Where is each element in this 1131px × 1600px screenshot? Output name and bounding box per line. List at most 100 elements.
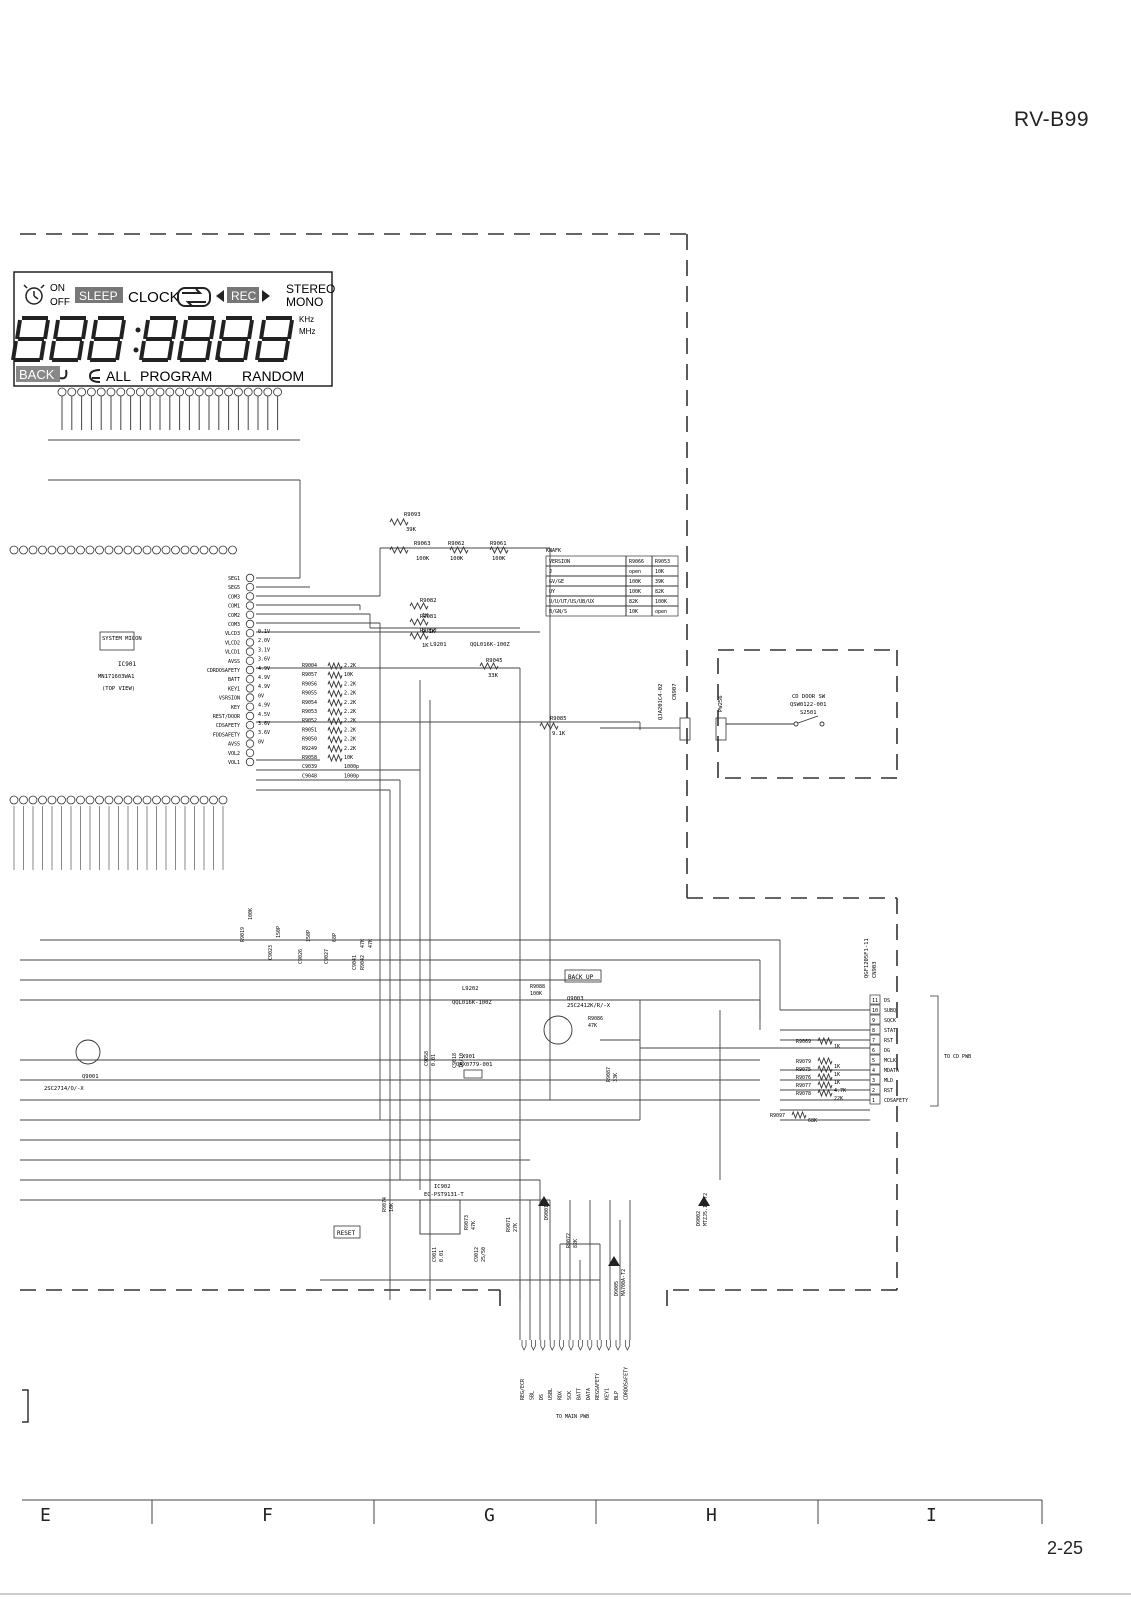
- cn903-pin-number: 8: [872, 1028, 875, 1034]
- resistor-symbol: [817, 1036, 833, 1046]
- resistor-value: 39K: [406, 527, 417, 533]
- cn903-pin-name: DG: [884, 1048, 890, 1054]
- ic-pin-right: [245, 702, 255, 711]
- ic-pin-lower: [114, 795, 123, 805]
- grid-column-letter: E: [40, 1505, 51, 1526]
- resistor-symbol: [327, 753, 343, 763]
- resistor-value: 2.2K: [344, 746, 356, 752]
- pin-voltage: 3.6V: [258, 730, 270, 736]
- pin-name: REST/DOOR: [213, 714, 241, 720]
- pin-name: SEG1: [228, 576, 240, 582]
- part-ref: R9072: [566, 1233, 572, 1248]
- part-value: 10/10: [459, 1053, 465, 1068]
- version-table-cell: B/GN/S: [549, 609, 567, 615]
- cn903-pin-name: MDATA: [884, 1068, 899, 1074]
- pin-name: BATT: [228, 677, 240, 683]
- x901-crystal: [463, 1069, 483, 1079]
- lcd-digit: [215, 316, 254, 362]
- x901-part: QAX0779-001: [456, 1062, 492, 1068]
- cn903-pin-number: 5: [872, 1058, 875, 1064]
- resistor-symbol: [327, 680, 343, 689]
- version-table-cell: 82K: [655, 589, 664, 595]
- pin-voltage: 4.5V: [258, 712, 270, 718]
- ic-pin-right: [245, 739, 255, 748]
- part-ref: R9073: [464, 1215, 470, 1230]
- resistor-ref: R9062: [448, 541, 465, 547]
- part-ref: D9002: [696, 1211, 702, 1226]
- version-table-cell: 100K: [629, 589, 641, 595]
- bus-arrow: [606, 1340, 611, 1351]
- resistor-symbol: [327, 744, 343, 754]
- ic-pin-lower: [123, 795, 133, 805]
- part-ref: D9005: [614, 1281, 620, 1296]
- resistor-symbol: [327, 670, 343, 680]
- ic-pin-right: [245, 721, 255, 730]
- ic-pin-lower: [57, 795, 66, 805]
- resistor-value: 1K: [422, 613, 429, 619]
- resistor-ref: R9082: [420, 598, 437, 604]
- bus-label: BATT: [576, 1388, 582, 1400]
- switch-icon: [726, 715, 825, 727]
- resistor-ref: R9052: [302, 718, 317, 724]
- ic-pin-right: [245, 610, 255, 619]
- ic-pin-upper: [171, 545, 180, 555]
- lcd-digit: [255, 316, 294, 362]
- resistor-value: 22K: [834, 1096, 843, 1102]
- resistor-ref: R9075: [796, 1067, 811, 1073]
- cn903-pin-number: 7: [872, 1038, 875, 1044]
- page-number: 2-25: [1046, 1538, 1083, 1558]
- reset-label: RESET: [337, 1230, 355, 1237]
- lcd-digit: [139, 316, 178, 362]
- seven-segment-digits: [11, 316, 294, 362]
- resistor-symbol: [409, 617, 429, 627]
- ic-pin-upper: [38, 545, 47, 555]
- backup-box: [564, 969, 602, 983]
- cn903-pin-number: 3: [872, 1078, 875, 1084]
- part-value: 100K: [530, 991, 542, 997]
- pin-voltage: 0.1V: [258, 629, 270, 635]
- ic-pin-lower: [9, 795, 19, 805]
- cd-door-switch-ref: S2501: [800, 710, 817, 716]
- ic-pin-right: [245, 748, 255, 757]
- resistor-ref: C9039: [302, 764, 317, 770]
- bus-arrow: [587, 1340, 593, 1351]
- lcd-pin: [263, 387, 273, 397]
- bus-arrow: [549, 1340, 555, 1351]
- resistor-value: 10K: [344, 672, 353, 678]
- ic-pin-right: [245, 656, 255, 665]
- lcd-pin-row: [48, 387, 300, 441]
- ic-pin-lower: [28, 795, 38, 805]
- bus-label: DS: [539, 1394, 545, 1400]
- ic-pin-right: [245, 601, 255, 610]
- cn903-pin-box: [869, 1034, 881, 1045]
- cn903-pin-box: [869, 1004, 881, 1015]
- cn907-ref: CN907: [672, 683, 678, 700]
- ic-pin-lower: [190, 795, 199, 805]
- cn903-pin-name: CDSAFETY: [884, 1098, 908, 1104]
- ic-pin-right: [245, 583, 255, 592]
- lcd-pin: [243, 387, 253, 397]
- ic-pin-right: [245, 647, 255, 656]
- part-ref: R9019: [240, 927, 246, 942]
- ic-pin-lower: [161, 795, 171, 805]
- ic-pin-right: [245, 592, 255, 601]
- pin-name: FDDSAFETY: [213, 732, 240, 738]
- resistor-symbol: [327, 716, 343, 726]
- pin-name: CDRDOSAFETY: [207, 668, 240, 674]
- l9202-ref: L9202: [462, 986, 479, 992]
- resistor-symbol: [489, 545, 509, 555]
- lcd-digit: [11, 316, 50, 362]
- ic-pin-lower: [95, 795, 104, 805]
- cn903-pin-number: 4: [872, 1068, 875, 1074]
- ic-pin-lower: [47, 795, 57, 805]
- repeat-arrows-icon: [177, 287, 211, 307]
- lcd-clock: CLOCK: [128, 289, 180, 306]
- version-table-title: KNAFK: [546, 548, 561, 554]
- lcd-pin: [194, 387, 204, 397]
- resistor-value: 10K: [344, 755, 353, 761]
- resistor-ref: R9249: [302, 746, 317, 752]
- part-ref: R9042: [360, 955, 366, 970]
- ic-pin-lower: [104, 795, 114, 805]
